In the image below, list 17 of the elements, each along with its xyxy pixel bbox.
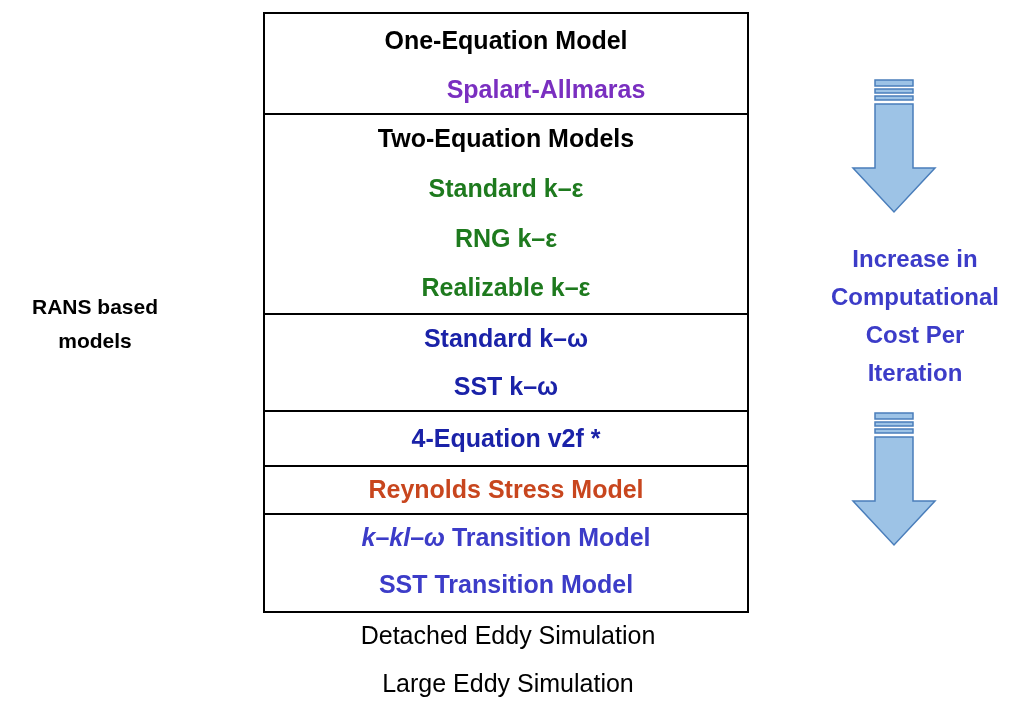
model-name: SST Transition Model bbox=[378, 569, 634, 599]
model-name: Detached Eddy Simulation bbox=[359, 620, 657, 650]
model-name: Realizable k–ε bbox=[421, 272, 591, 302]
model-name: Standard k–ε bbox=[428, 173, 584, 203]
model-name: Standard k–ω bbox=[423, 323, 589, 353]
side-label: RANS based models bbox=[31, 294, 159, 354]
model-name: SST k–ω bbox=[453, 371, 559, 401]
side-label: Increase in Computational Cost Per Iteration bbox=[830, 244, 1000, 388]
section-heading: Two-Equation Models bbox=[377, 123, 635, 153]
model-name: Reynolds Stress Model bbox=[368, 474, 644, 504]
model-name: RNG k–ε bbox=[454, 223, 558, 253]
model-name: Large Eddy Simulation bbox=[381, 668, 635, 698]
table-section bbox=[263, 513, 749, 613]
model-name: k–kl–ω Transition Model bbox=[361, 522, 651, 552]
section-heading: One-Equation Model bbox=[384, 25, 628, 55]
model-name: Spalart-Allmaras bbox=[446, 74, 646, 104]
model-name: 4-Equation v2f * bbox=[411, 423, 601, 453]
